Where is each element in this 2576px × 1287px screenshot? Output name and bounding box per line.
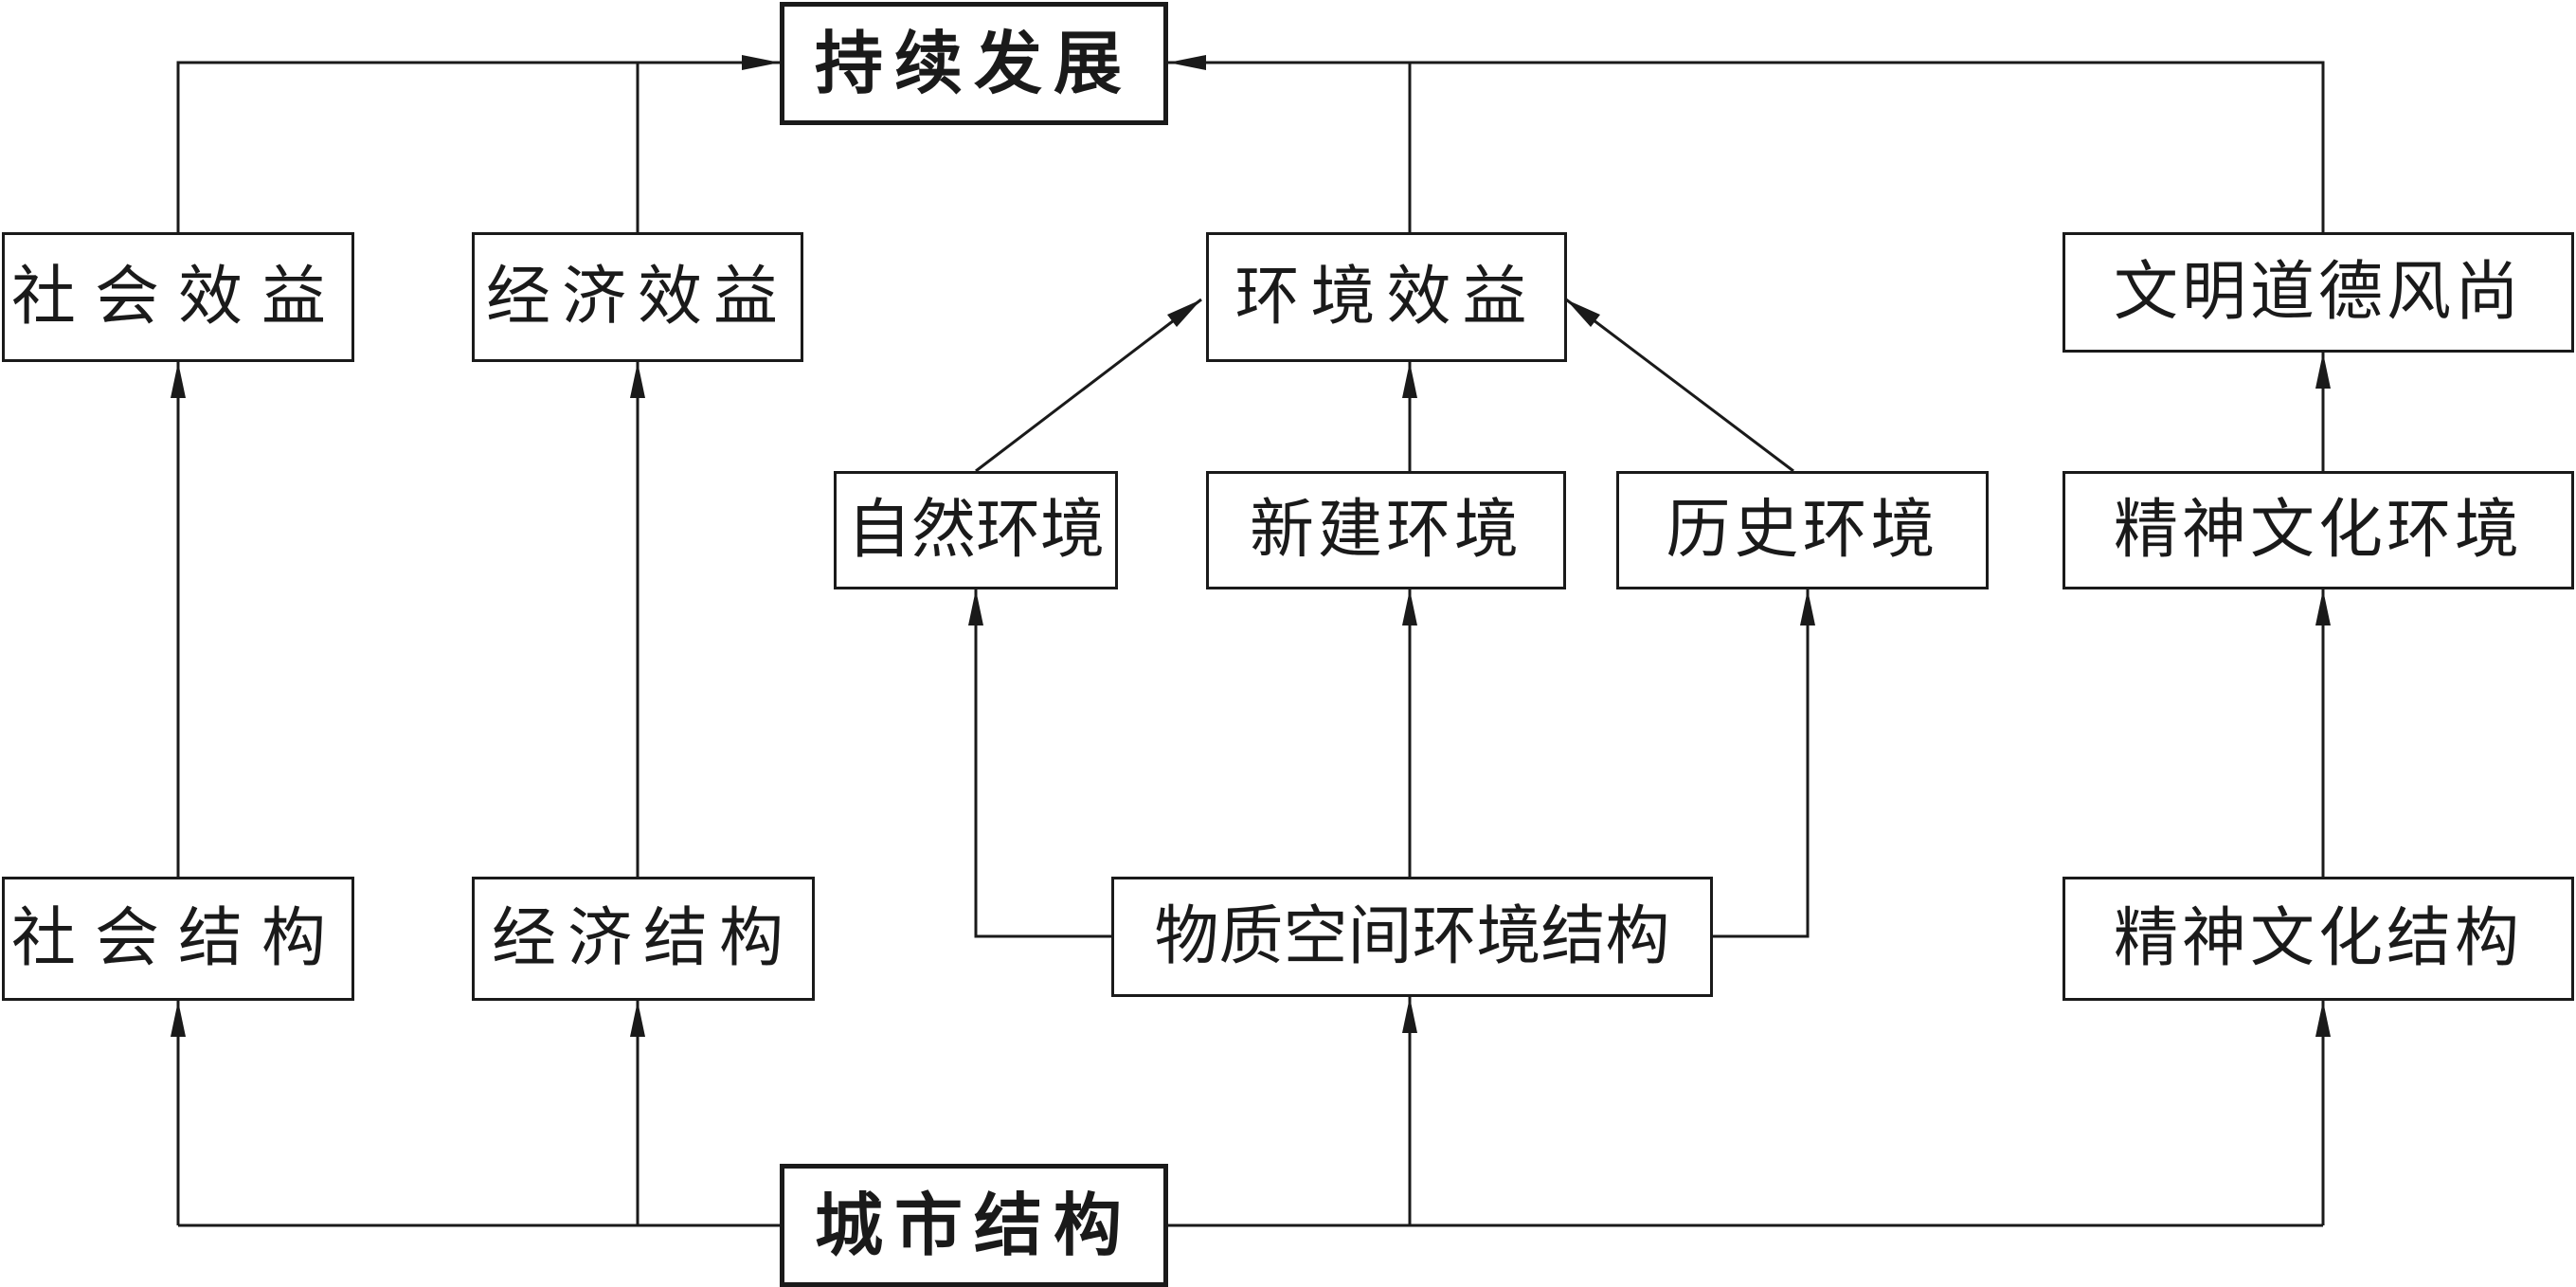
node-natural-environment: 自然环境: [834, 471, 1118, 589]
node-label: 城市结构: [814, 1186, 1133, 1265]
node-label: 新建环境: [1249, 492, 1522, 568]
node-civilization-ethos: 文明道德风尚: [2063, 232, 2574, 353]
node-label: 精神文化结构: [2113, 900, 2523, 976]
edge-physical-to-historic-env: [1713, 589, 1810, 938]
arrowhead-top-left: [742, 55, 780, 70]
edge-historic-env-to-env-benefit: [1565, 298, 1794, 473]
arrowhead-spiritual-env: [2315, 589, 2331, 625]
node-new-built-environment: 新建环境: [1206, 471, 1566, 589]
arrowhead-social-structure: [171, 1001, 186, 1037]
arrowhead-env-benefit-left: [1167, 299, 1201, 327]
arrowhead-natural-env: [968, 589, 983, 625]
node-economic-structure: 经济结构: [472, 877, 815, 1001]
node-label: 物质空间环境结构: [1154, 898, 1670, 974]
edge-natural-env-to-env-benefit: [975, 298, 1202, 473]
node-economic-benefit: 经济效益: [472, 232, 803, 362]
arrowhead-env-benefit-right: [1566, 299, 1600, 327]
node-spiritual-culture-structure: 精神文化结构: [2063, 877, 2574, 1001]
arrowhead-physical-structure: [1402, 997, 1417, 1033]
node-label: 环境效益: [1234, 259, 1539, 335]
node-label: 文明道德风尚: [2113, 254, 2523, 330]
arrowhead-social-benefit: [171, 362, 186, 398]
node-spiritual-culture-environment: 精神文化环境: [2063, 471, 2574, 589]
node-sustainable-development: 持续发展: [780, 2, 1168, 125]
node-physical-space-structure: 物质空间环境结构: [1111, 877, 1713, 997]
node-label: 历史环境: [1666, 492, 1939, 568]
arrowhead-top-right: [1168, 55, 1206, 70]
arrowhead-env-benefit-middle: [1402, 362, 1417, 398]
arrowhead-new-built-env: [1402, 589, 1417, 625]
edge-civilization-to-top: [1168, 61, 2325, 232]
node-label: 经济结构: [491, 900, 795, 976]
node-label: 持续发展: [814, 24, 1133, 103]
node-label: 自然环境: [846, 492, 1105, 568]
node-label: 经济效益: [485, 259, 789, 335]
node-label: 社会效益: [10, 259, 345, 335]
arrowhead-economic-structure: [630, 1001, 645, 1037]
edge-physical-to-natural-env: [974, 589, 1111, 938]
arrowhead-spiritual-structure: [2315, 1001, 2331, 1037]
node-environmental-benefit: 环境效益: [1206, 232, 1567, 362]
edge-social-benefit-to-top: [176, 61, 780, 232]
node-social-structure: 社会结构: [2, 877, 354, 1001]
node-label: 精神文化环境: [2113, 492, 2523, 568]
arrowhead-historic-env: [1800, 589, 1815, 625]
node-historic-environment: 历史环境: [1616, 471, 1989, 589]
arrowhead-economic-benefit: [630, 362, 645, 398]
node-label: 社会结构: [10, 900, 345, 976]
node-social-benefit: 社会效益: [2, 232, 354, 362]
node-urban-structure: 城市结构: [780, 1164, 1168, 1287]
arrowhead-civilization: [2315, 353, 2331, 389]
